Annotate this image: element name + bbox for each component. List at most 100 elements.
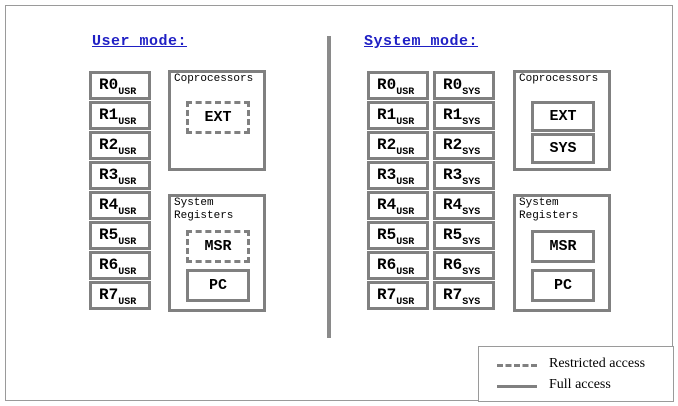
register-label: R6 bbox=[99, 256, 119, 274]
user-register-r6: R6USR bbox=[89, 251, 151, 280]
legend-label-restricted: Restricted access bbox=[549, 356, 646, 371]
register-label: R1 bbox=[377, 106, 397, 124]
mode-divider bbox=[327, 36, 331, 338]
system-coprocessors-panel: Coprocessors EXT SYS bbox=[513, 70, 611, 171]
register-label: R0 bbox=[443, 76, 463, 94]
system-coprocessor-ext: EXT bbox=[531, 101, 595, 132]
register-subscript: SYS bbox=[462, 177, 481, 188]
panel-title: Coprocessors bbox=[174, 73, 254, 85]
system-usr-register-r6: R6USR bbox=[367, 251, 429, 280]
system-sys-register-r4: R4SYS bbox=[433, 191, 495, 220]
register-label: R2 bbox=[377, 136, 397, 154]
system-usr-register-r5: R5USR bbox=[367, 221, 429, 250]
panel-title-line2: Registers bbox=[174, 210, 234, 222]
register-subscript: USR bbox=[118, 117, 137, 128]
diagram-frame bbox=[5, 5, 673, 401]
register-label: R0 bbox=[377, 76, 397, 94]
register-subscript: SYS bbox=[462, 207, 481, 218]
system-usr-register-r4: R4USR bbox=[367, 191, 429, 220]
register-label: R5 bbox=[377, 226, 397, 244]
register-label: R7 bbox=[99, 286, 119, 304]
register-label: R7 bbox=[443, 286, 463, 304]
register-subscript: USR bbox=[118, 87, 137, 98]
legend-row-full: Full access bbox=[479, 377, 673, 395]
register-subscript: USR bbox=[396, 87, 415, 98]
user-register-r7: R7USR bbox=[89, 281, 151, 310]
register-label: R3 bbox=[377, 166, 397, 184]
register-subscript: USR bbox=[118, 207, 137, 218]
register-subscript: SYS bbox=[462, 87, 481, 98]
register-subscript: USR bbox=[396, 117, 415, 128]
register-subscript: USR bbox=[118, 237, 137, 248]
register-subscript: USR bbox=[396, 297, 415, 308]
system-sys-register-r0: R0SYS bbox=[433, 71, 495, 100]
system-sys-register-r2: R2SYS bbox=[433, 131, 495, 160]
system-sys-register-r6: R6SYS bbox=[433, 251, 495, 280]
user-register-r4: R4USR bbox=[89, 191, 151, 220]
dashed-line-icon bbox=[497, 364, 537, 367]
register-label: R5 bbox=[99, 226, 119, 244]
register-subscript: USR bbox=[396, 177, 415, 188]
register-label: R0 bbox=[99, 76, 119, 94]
solid-line-icon bbox=[497, 385, 537, 388]
register-subscript: SYS bbox=[462, 297, 481, 308]
system-register-msr: MSR bbox=[531, 230, 595, 263]
register-subscript: SYS bbox=[462, 147, 481, 158]
system-mode-heading: System mode: bbox=[364, 33, 479, 50]
register-label: R4 bbox=[99, 196, 119, 214]
system-sys-register-r5: R5SYS bbox=[433, 221, 495, 250]
user-register-msr: MSR bbox=[186, 230, 250, 263]
register-label: R4 bbox=[443, 196, 463, 214]
system-sys-register-r3: R3SYS bbox=[433, 161, 495, 190]
legend-label-full: Full access bbox=[549, 377, 611, 392]
user-register-pc: PC bbox=[186, 269, 250, 302]
user-register-r1: R1USR bbox=[89, 101, 151, 130]
system-usr-register-r1: R1USR bbox=[367, 101, 429, 130]
panel-title: Coprocessors bbox=[519, 73, 599, 85]
register-label: R6 bbox=[377, 256, 397, 274]
register-subscript: USR bbox=[396, 147, 415, 158]
register-label: R3 bbox=[443, 166, 463, 184]
register-label: R3 bbox=[99, 166, 119, 184]
register-label: R5 bbox=[443, 226, 463, 244]
user-mode-heading: User mode: bbox=[92, 33, 188, 50]
user-coprocessors-panel: Coprocessors EXT bbox=[168, 70, 266, 171]
system-sys-register-r7: R7SYS bbox=[433, 281, 495, 310]
register-label: R2 bbox=[99, 136, 119, 154]
register-subscript: USR bbox=[118, 147, 137, 158]
system-usr-register-r0: R0USR bbox=[367, 71, 429, 100]
system-register-pc: PC bbox=[531, 269, 595, 302]
register-subscript: SYS bbox=[462, 267, 481, 278]
user-register-r2: R2USR bbox=[89, 131, 151, 160]
register-label: R2 bbox=[443, 136, 463, 154]
user-register-r5: R5USR bbox=[89, 221, 151, 250]
system-usr-register-r3: R3USR bbox=[367, 161, 429, 190]
register-subscript: USR bbox=[118, 297, 137, 308]
panel-title-line2: Registers bbox=[519, 210, 579, 222]
register-subscript: SYS bbox=[462, 237, 481, 248]
register-label: R1 bbox=[99, 106, 119, 124]
user-coprocessor-ext: EXT bbox=[186, 101, 250, 134]
system-sys-register-r1: R1SYS bbox=[433, 101, 495, 130]
register-subscript: USR bbox=[396, 267, 415, 278]
panel-title-line1: System bbox=[174, 197, 214, 209]
system-coprocessor-sys: SYS bbox=[531, 133, 595, 164]
register-subscript: USR bbox=[396, 207, 415, 218]
register-label: R4 bbox=[377, 196, 397, 214]
user-register-r3: R3USR bbox=[89, 161, 151, 190]
register-label: R6 bbox=[443, 256, 463, 274]
register-subscript: USR bbox=[118, 267, 137, 278]
register-subscript: USR bbox=[118, 177, 137, 188]
register-subscript: SYS bbox=[462, 117, 481, 128]
register-subscript: USR bbox=[396, 237, 415, 248]
system-usr-register-r2: R2USR bbox=[367, 131, 429, 160]
register-label: R7 bbox=[377, 286, 397, 304]
register-label: R1 bbox=[443, 106, 463, 124]
system-usr-register-r7: R7USR bbox=[367, 281, 429, 310]
legend: Restricted access Full access bbox=[478, 346, 674, 402]
user-register-r0: R0USR bbox=[89, 71, 151, 100]
legend-row-restricted: Restricted access bbox=[479, 356, 673, 374]
